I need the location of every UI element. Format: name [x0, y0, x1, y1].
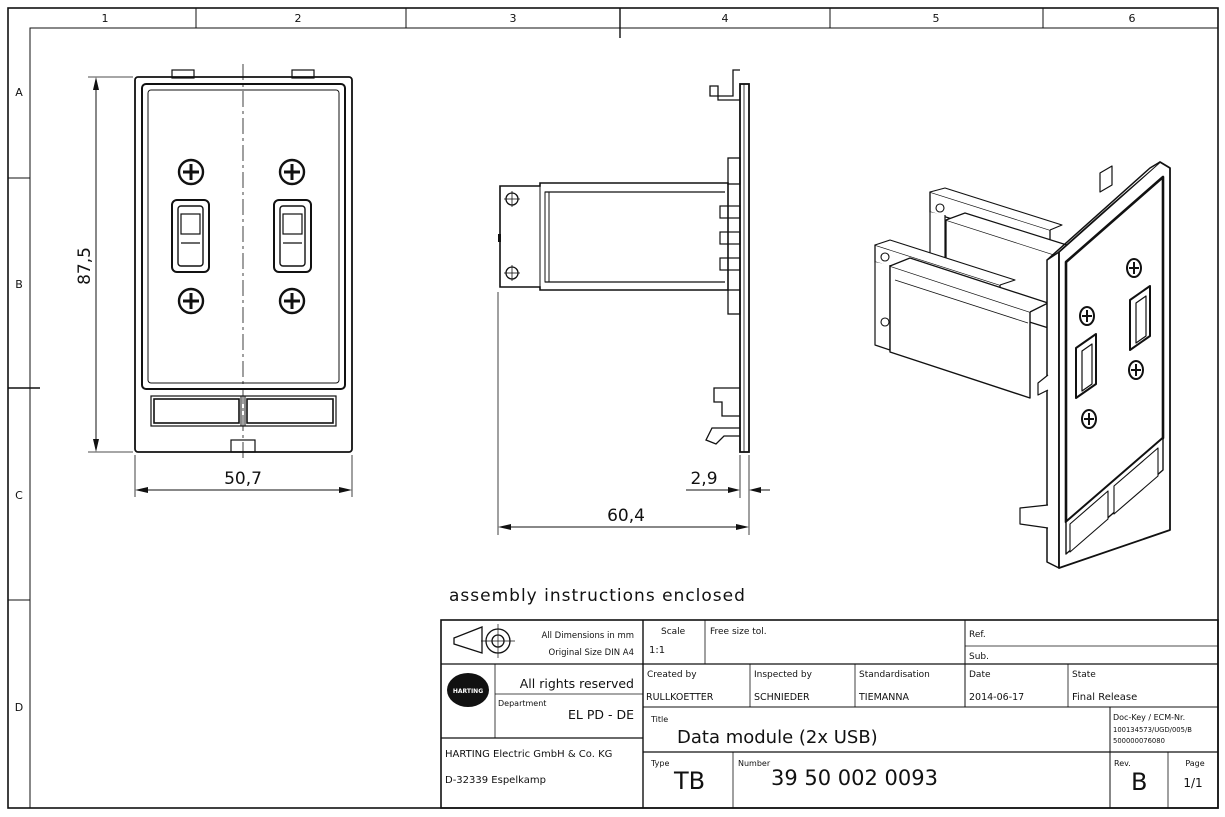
inspected-by-label: Inspected by — [754, 670, 813, 680]
zone-col-5: 5 — [933, 12, 940, 25]
date-label: Date — [969, 670, 991, 680]
zone-col-6: 6 — [1129, 12, 1136, 25]
screw-icon — [1128, 360, 1144, 380]
number-value: 39 50 002 0093 — [771, 766, 938, 790]
zone-col-4: 4 — [722, 12, 729, 25]
screw-icon — [1081, 409, 1097, 429]
company-name: HARTING Electric GmbH & Co. KG — [445, 749, 612, 760]
zone-col-1: 1 — [102, 12, 109, 25]
dimension-depth-label: 60,4 — [607, 506, 645, 526]
dims-note-line1: All Dimensions in mm — [541, 631, 634, 641]
dimension-depth: 60,4 — [497, 292, 750, 535]
assembly-note: assembly instructions enclosed — [449, 586, 746, 606]
rights-text: All rights reserved — [520, 676, 634, 691]
screw-icon — [177, 287, 205, 315]
projection-symbol-icon — [453, 624, 515, 658]
doc-key-value-1: 100134573/UGD/005/B — [1113, 726, 1192, 734]
usb-port-icon — [1129, 285, 1151, 351]
rev-value: B — [1131, 768, 1147, 796]
dimension-flange: 2,9 — [686, 455, 770, 498]
free-size-tol-label: Free size tol. — [710, 627, 767, 637]
zone-col-2: 2 — [295, 12, 302, 25]
state-label: State — [1072, 670, 1096, 680]
standardisation-label: Standardisation — [859, 670, 930, 680]
screw-icon — [1079, 306, 1095, 326]
svg-text:HARTING: HARTING — [453, 688, 483, 695]
inspected-by-value: SCHNIEDER — [754, 692, 810, 703]
doc-key-value-2: 500000076080 — [1113, 737, 1165, 745]
side-view — [498, 69, 750, 453]
zone-row-d: D — [15, 701, 23, 714]
page-value: 1/1 — [1183, 776, 1202, 790]
screw-icon — [1126, 258, 1142, 278]
usb-port-icon — [171, 199, 210, 273]
company-address: D-32339 Espelkamp — [445, 775, 546, 786]
title-block: All Dimensions in mm Original Size DIN A… — [440, 619, 1219, 809]
scale-label: Scale — [661, 627, 686, 637]
rev-label: Rev. — [1114, 759, 1131, 768]
dims-note-line2: Original Size DIN A4 — [549, 648, 634, 658]
screw-icon — [278, 287, 306, 315]
front-view — [134, 64, 353, 460]
standardisation-value: TIEMANNA — [858, 692, 910, 703]
department-label: Department — [498, 699, 546, 708]
number-label: Number — [738, 759, 771, 768]
dimension-width-label: 50,7 — [224, 469, 262, 489]
state-value: Final Release — [1072, 692, 1137, 703]
zone-col-3: 3 — [510, 12, 517, 25]
dimension-height-label: 87,5 — [75, 247, 95, 285]
dimension-width: 50,7 — [134, 455, 353, 497]
zone-row-b: B — [15, 278, 23, 291]
harting-logo: HARTING — [447, 673, 489, 707]
screw-icon — [177, 158, 205, 186]
created-by-value: RULLKOETTER — [646, 692, 714, 703]
page-label: Page — [1185, 759, 1204, 768]
dimension-flange-label: 2,9 — [690, 469, 717, 489]
usb-port-icon — [1075, 333, 1097, 399]
title-label: Title — [650, 715, 668, 724]
type-value: TB — [673, 767, 705, 795]
scale-value: 1:1 — [649, 645, 665, 656]
usb-port-icon — [273, 199, 312, 273]
sub-label: Sub. — [969, 652, 989, 662]
zone-row-c: C — [15, 489, 23, 502]
drawing-title: Data module (2x USB) — [677, 727, 878, 748]
date-value: 2014-06-17 — [969, 692, 1024, 703]
dimension-height: 87,5 — [75, 76, 133, 453]
isometric-view — [874, 161, 1171, 569]
type-label: Type — [650, 759, 669, 768]
created-by-label: Created by — [647, 670, 697, 680]
ref-label: Ref. — [969, 630, 986, 640]
zone-row-a: A — [15, 86, 23, 99]
department-value: EL PD - DE — [568, 707, 634, 722]
screw-icon — [278, 158, 306, 186]
doc-key-label: Doc-Key / ECM-Nr. — [1113, 713, 1185, 722]
